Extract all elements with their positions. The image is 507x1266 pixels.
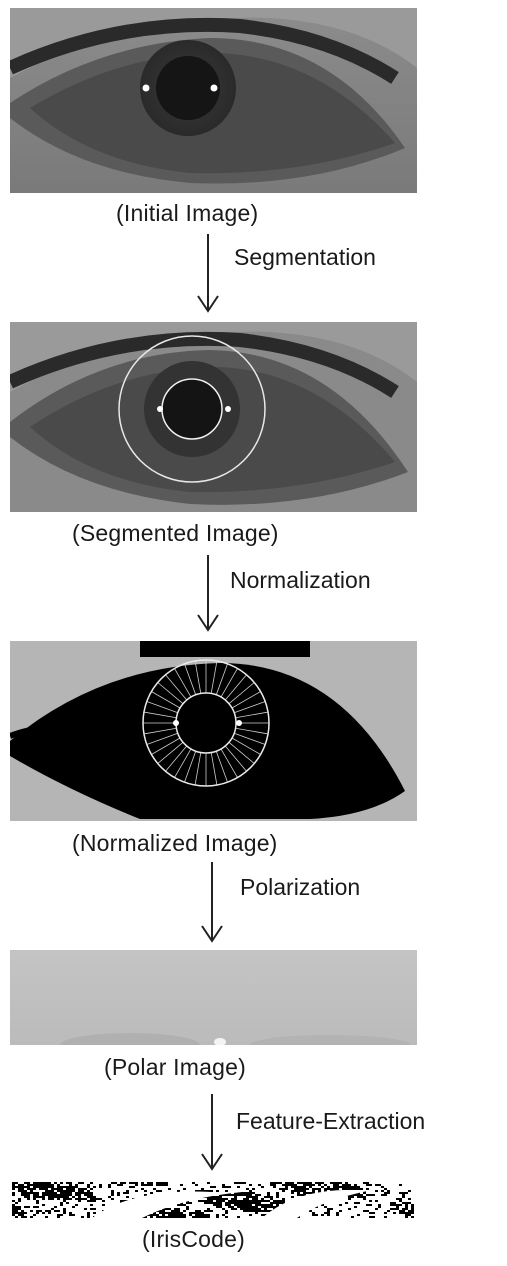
down-arrow-icon	[200, 1092, 224, 1172]
step-label: Feature-Extraction	[236, 1108, 425, 1135]
normalized-eye-image	[10, 641, 417, 821]
step-label: Normalization	[230, 567, 371, 594]
step-label: Segmentation	[234, 244, 376, 271]
stage-caption: (IrisCode)	[142, 1226, 245, 1253]
down-arrow-icon	[196, 553, 220, 633]
stage-caption: (Polar Image)	[104, 1054, 246, 1081]
initial-eye-image	[10, 8, 417, 193]
step-label: Polarization	[240, 874, 360, 901]
stage-caption: (Segmented Image)	[72, 520, 279, 547]
down-arrow-icon	[200, 860, 224, 944]
down-arrow-icon	[196, 232, 220, 314]
polar-image	[10, 950, 417, 1045]
segmented-eye-image	[10, 322, 417, 512]
iriscode-image	[12, 1182, 414, 1218]
stage-caption: (Normalized Image)	[72, 830, 278, 857]
stage-caption: (Initial Image)	[116, 200, 258, 227]
